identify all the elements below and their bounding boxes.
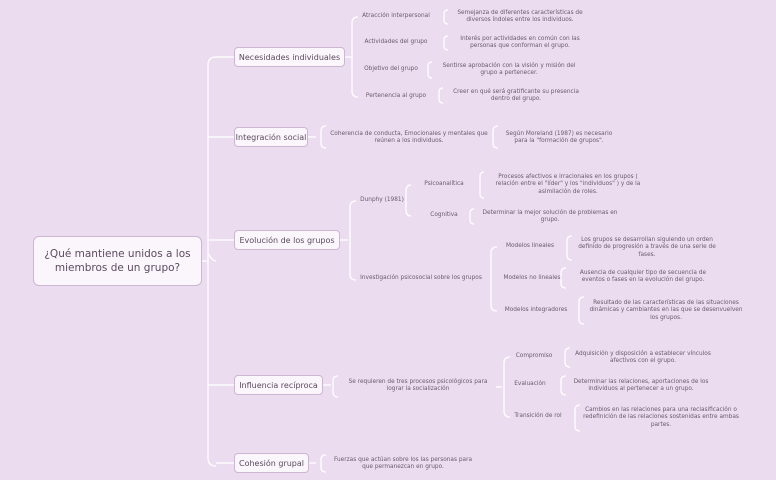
topic-necesidades-individuales[interactable]: Necesidades individuales bbox=[234, 47, 345, 67]
subtopic-atraccion-interpersonal[interactable]: Atracción interpersonal bbox=[362, 13, 430, 20]
subtopic-pertenencia-al-grupo[interactable]: Pertenencia al grupo bbox=[365, 93, 427, 100]
topic-evolucion-de-los-grupos[interactable]: Evolución de los grupos bbox=[234, 230, 340, 250]
detail-modelos-integradores[interactable]: Resultado de las características de las … bbox=[589, 299, 743, 321]
detail-pertenencia-al-grupo[interactable]: Creer en qué será gratificante su presen… bbox=[453, 88, 579, 103]
subtopic-modelos-integradores[interactable]: Modelos integradores bbox=[504, 307, 568, 314]
detail-cognitiva[interactable]: Determinar la mejor solución de problema… bbox=[482, 209, 618, 224]
detail-compromiso[interactable]: Adquisición y disposición a establecer v… bbox=[575, 350, 711, 365]
subtopic-investigacion-psicosocial[interactable]: Investigación psicosocial sobre los grup… bbox=[360, 275, 482, 282]
topic-influencia-reciproca[interactable]: Influencia recíproca bbox=[234, 375, 323, 395]
detail-modelos-no-lineales[interactable]: Ausencia de cualquier tipo de secuencia … bbox=[579, 269, 707, 284]
subtopic-objetivo-del-grupo[interactable]: Objetivo del grupo bbox=[364, 66, 418, 73]
subtopic-cognitiva[interactable]: Cognitiva bbox=[430, 212, 458, 219]
subtopic-dunphy[interactable]: Dunphy (1981) bbox=[360, 197, 404, 204]
topic-integracion-social[interactable]: Integración social bbox=[234, 127, 308, 147]
detail-atraccion-interpersonal[interactable]: Semejanza de diferentes características … bbox=[457, 9, 583, 24]
topic-cohesion-grupal[interactable]: Cohesión grupal bbox=[234, 453, 309, 473]
subtopic-actividades-del-grupo[interactable]: Actividades del grupo bbox=[364, 39, 428, 46]
detail-modelos-lineales[interactable]: Los grupos se desarrollan siguiendo un o… bbox=[578, 236, 716, 258]
detail-objetivo-del-grupo[interactable]: Sentirse aprobación con la visión y misi… bbox=[442, 62, 576, 77]
detail-integracion-social[interactable]: Coherencia de conducta, Emocionales y me… bbox=[330, 130, 488, 145]
subtopic-modelos-no-lineales[interactable]: Modelos no lineales bbox=[503, 275, 561, 282]
subtopic-transicion-de-rol[interactable]: Transición de rol bbox=[514, 413, 562, 420]
detail-transicion-de-rol[interactable]: Cambios en las relaciones para una recla… bbox=[583, 406, 739, 428]
detail-psicoanalitica[interactable]: Procesos afectivos e irracionales en los… bbox=[495, 173, 641, 195]
detail-actividades-del-grupo[interactable]: Interés por actividades en común con las… bbox=[460, 35, 580, 50]
detail-influencia-reciproca[interactable]: Se requieren de tres procesos psicológic… bbox=[348, 378, 488, 393]
detail-cohesion-grupal[interactable]: Fuerzas que actúan sobre los las persona… bbox=[333, 456, 473, 471]
central-topic[interactable]: ¿Qué mantiene unidos a los miembros de u… bbox=[33, 236, 202, 286]
subtopic-compromiso[interactable]: Compromiso bbox=[515, 353, 553, 360]
note-integracion-moreland[interactable]: Según Moreland (1987) es necesario para … bbox=[505, 130, 613, 145]
subtopic-psicoanalitica[interactable]: Psicoanalítica bbox=[424, 181, 464, 188]
detail-evaluacion[interactable]: Determinar las relaciones, aportaciones … bbox=[573, 378, 709, 393]
subtopic-evaluacion[interactable]: Evaluación bbox=[514, 381, 546, 388]
subtopic-modelos-lineales[interactable]: Modelos lineales bbox=[505, 243, 555, 250]
